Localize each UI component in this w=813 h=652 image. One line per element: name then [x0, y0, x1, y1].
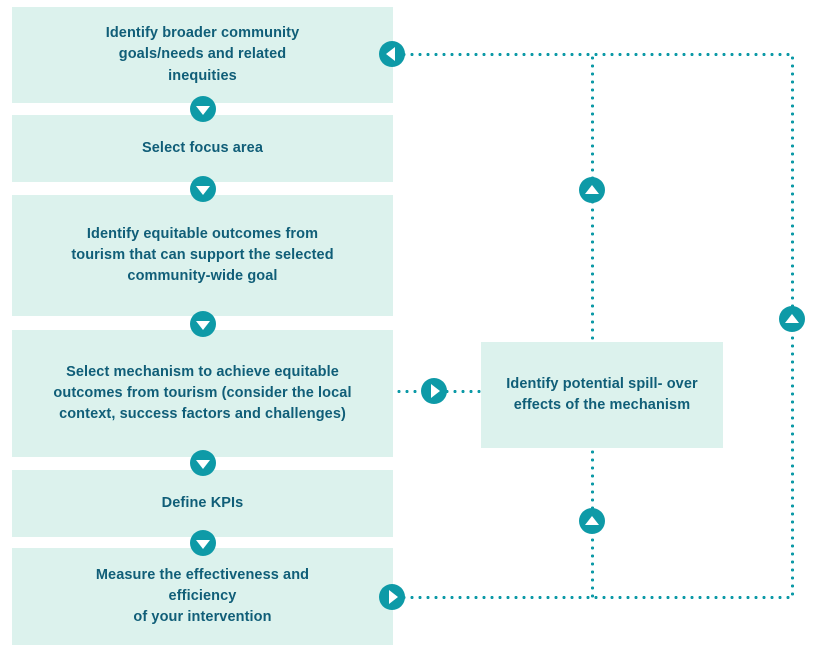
triangle-glyph: [196, 539, 210, 549]
triangle-glyph: [196, 185, 210, 195]
triangle-glyph: [196, 459, 210, 469]
process-box-step-5-label: Define KPIs: [161, 494, 244, 511]
triangle-glyph: [585, 515, 599, 525]
process-box-step-4-label: Select mechanism to achieve equitable ou…: [53, 363, 352, 422]
process-box-step-2-label: Select focus area: [142, 139, 263, 156]
arrow-right-icon-step6-outbound: [379, 584, 405, 610]
arrow-down-icon-step5-step6: [190, 530, 216, 556]
process-box-step-3[interactable]: Identify equitable outcomes from tourism…: [12, 195, 393, 316]
triangle-glyph: [431, 384, 440, 398]
process-box-step-4[interactable]: Select mechanism to achieve equitable ou…: [12, 330, 393, 457]
triangle-glyph: [196, 320, 210, 330]
arrow-down-icon-step4-step5: [190, 450, 216, 476]
process-box-step-6-label: Measure the effectiveness and efficiency…: [95, 566, 310, 625]
process-box-spillover-label: Identify potential spill- over effects o…: [506, 375, 698, 413]
arrow-down-icon-step2-step3: [190, 176, 216, 202]
arrow-right-icon-step4-to-spillover: [421, 378, 447, 404]
triangle-glyph: [389, 590, 398, 604]
process-box-step-3-label: Identify equitable outcomes from tourism…: [71, 225, 334, 284]
connector-line-top-horizontal: [400, 53, 793, 56]
arrow-down-icon-step3-step4: [190, 311, 216, 337]
triangle-glyph: [196, 105, 210, 115]
process-box-step-2[interactable]: Select focus area: [12, 115, 393, 182]
connector-line-bottom-horizontal: [400, 596, 793, 599]
arrow-up-icon-outer: [779, 306, 805, 332]
arrow-down-icon-step1-step2: [190, 96, 216, 122]
arrow-up-icon-inner-upper: [579, 177, 605, 203]
triangle-glyph: [785, 313, 799, 323]
process-box-step-6[interactable]: Measure the effectiveness and efficiency…: [12, 548, 393, 645]
process-box-step-1-label: Identify broader community goals/needs a…: [105, 25, 300, 84]
process-box-spillover[interactable]: Identify potential spill- over effects o…: [481, 342, 723, 448]
process-box-step-1[interactable]: Identify broader community goals/needs a…: [12, 7, 393, 103]
triangle-glyph: [386, 47, 395, 61]
arrow-left-icon-feedback-to-step1: [379, 41, 405, 67]
triangle-glyph: [585, 184, 599, 194]
arrow-up-icon-inner-lower: [579, 508, 605, 534]
process-box-step-5[interactable]: Define KPIs: [12, 470, 393, 537]
